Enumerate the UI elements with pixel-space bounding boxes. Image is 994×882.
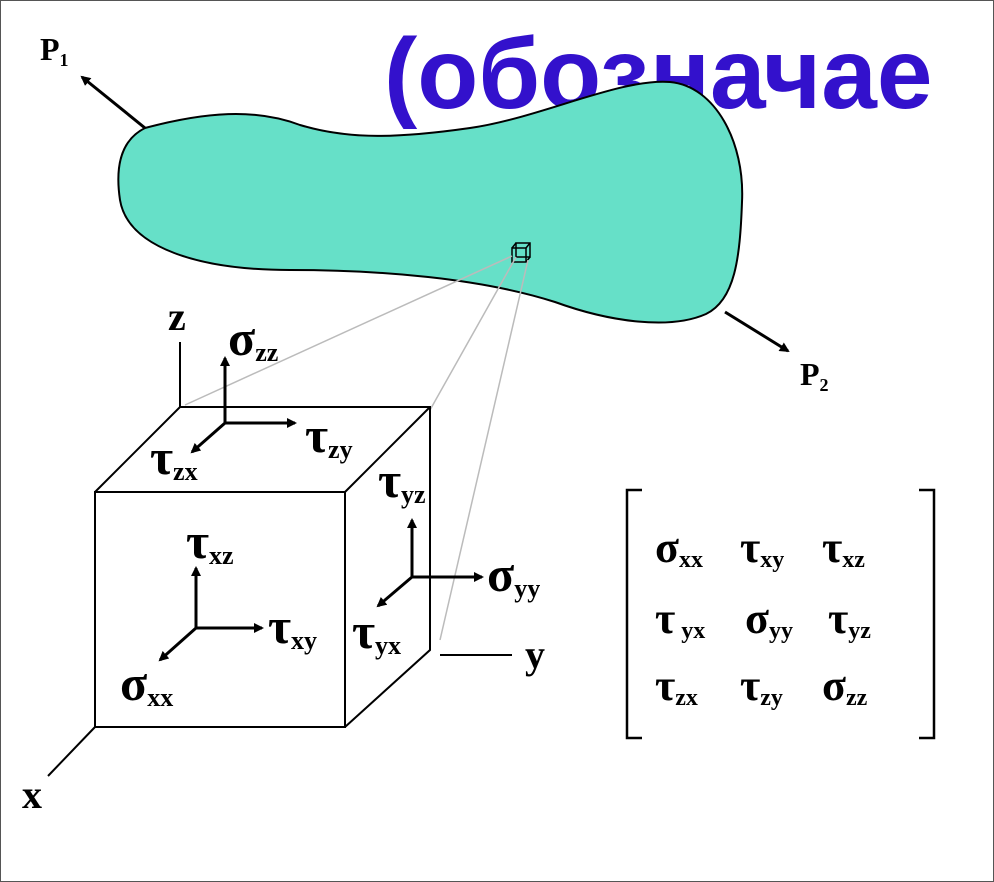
tau-zx-label: τzx (150, 429, 198, 486)
p2-label: P2 (800, 356, 829, 395)
z-axis-label: z (168, 294, 186, 339)
matrix-entry-r1c1: σxx (655, 523, 703, 573)
stress-element-cube (94, 406, 431, 728)
p2-load-arrow (724, 310, 790, 353)
matrix-entry-r3c3: σzz (822, 661, 868, 711)
axis-lines (47, 342, 512, 777)
loaded-body-shape (117, 80, 744, 324)
matrix-entry-r2c2: σyy (745, 594, 793, 644)
matrix-entry-r3c1: τzx (655, 661, 698, 711)
tau-xy-label: τxy (268, 598, 317, 655)
tau-yz-label: τyz (378, 452, 426, 509)
y-axis-label: y (525, 632, 545, 677)
top-face-stress-arrows (190, 356, 297, 454)
sigma-zz-label: σzz (228, 310, 278, 367)
tau-xz-label: τxz (186, 513, 234, 570)
sigma-xx-label: σxx (120, 655, 173, 712)
p1-label: P1 (40, 31, 69, 70)
small-element-cube (511, 242, 531, 263)
side-face-stress-arrows (376, 518, 484, 608)
matrix-entry-r2c3: τyz (828, 594, 871, 644)
x-axis-label: x (22, 772, 42, 817)
matrix-entry-r1c3: τxz (822, 523, 865, 573)
matrix-entry-r1c2: τxy (740, 523, 784, 573)
matrix-entry-r2c1: τ yx (655, 594, 705, 644)
sigma-yy-label: σyy (487, 546, 540, 603)
tau-yx-label: τyx (352, 603, 401, 660)
tau-zy-label: τzy (305, 407, 353, 464)
matrix-entry-r3c2: τzy (740, 661, 783, 711)
matrix-brackets (625, 488, 936, 740)
p1-load-arrow (80, 75, 146, 130)
front-face-stress-arrows (158, 566, 264, 662)
